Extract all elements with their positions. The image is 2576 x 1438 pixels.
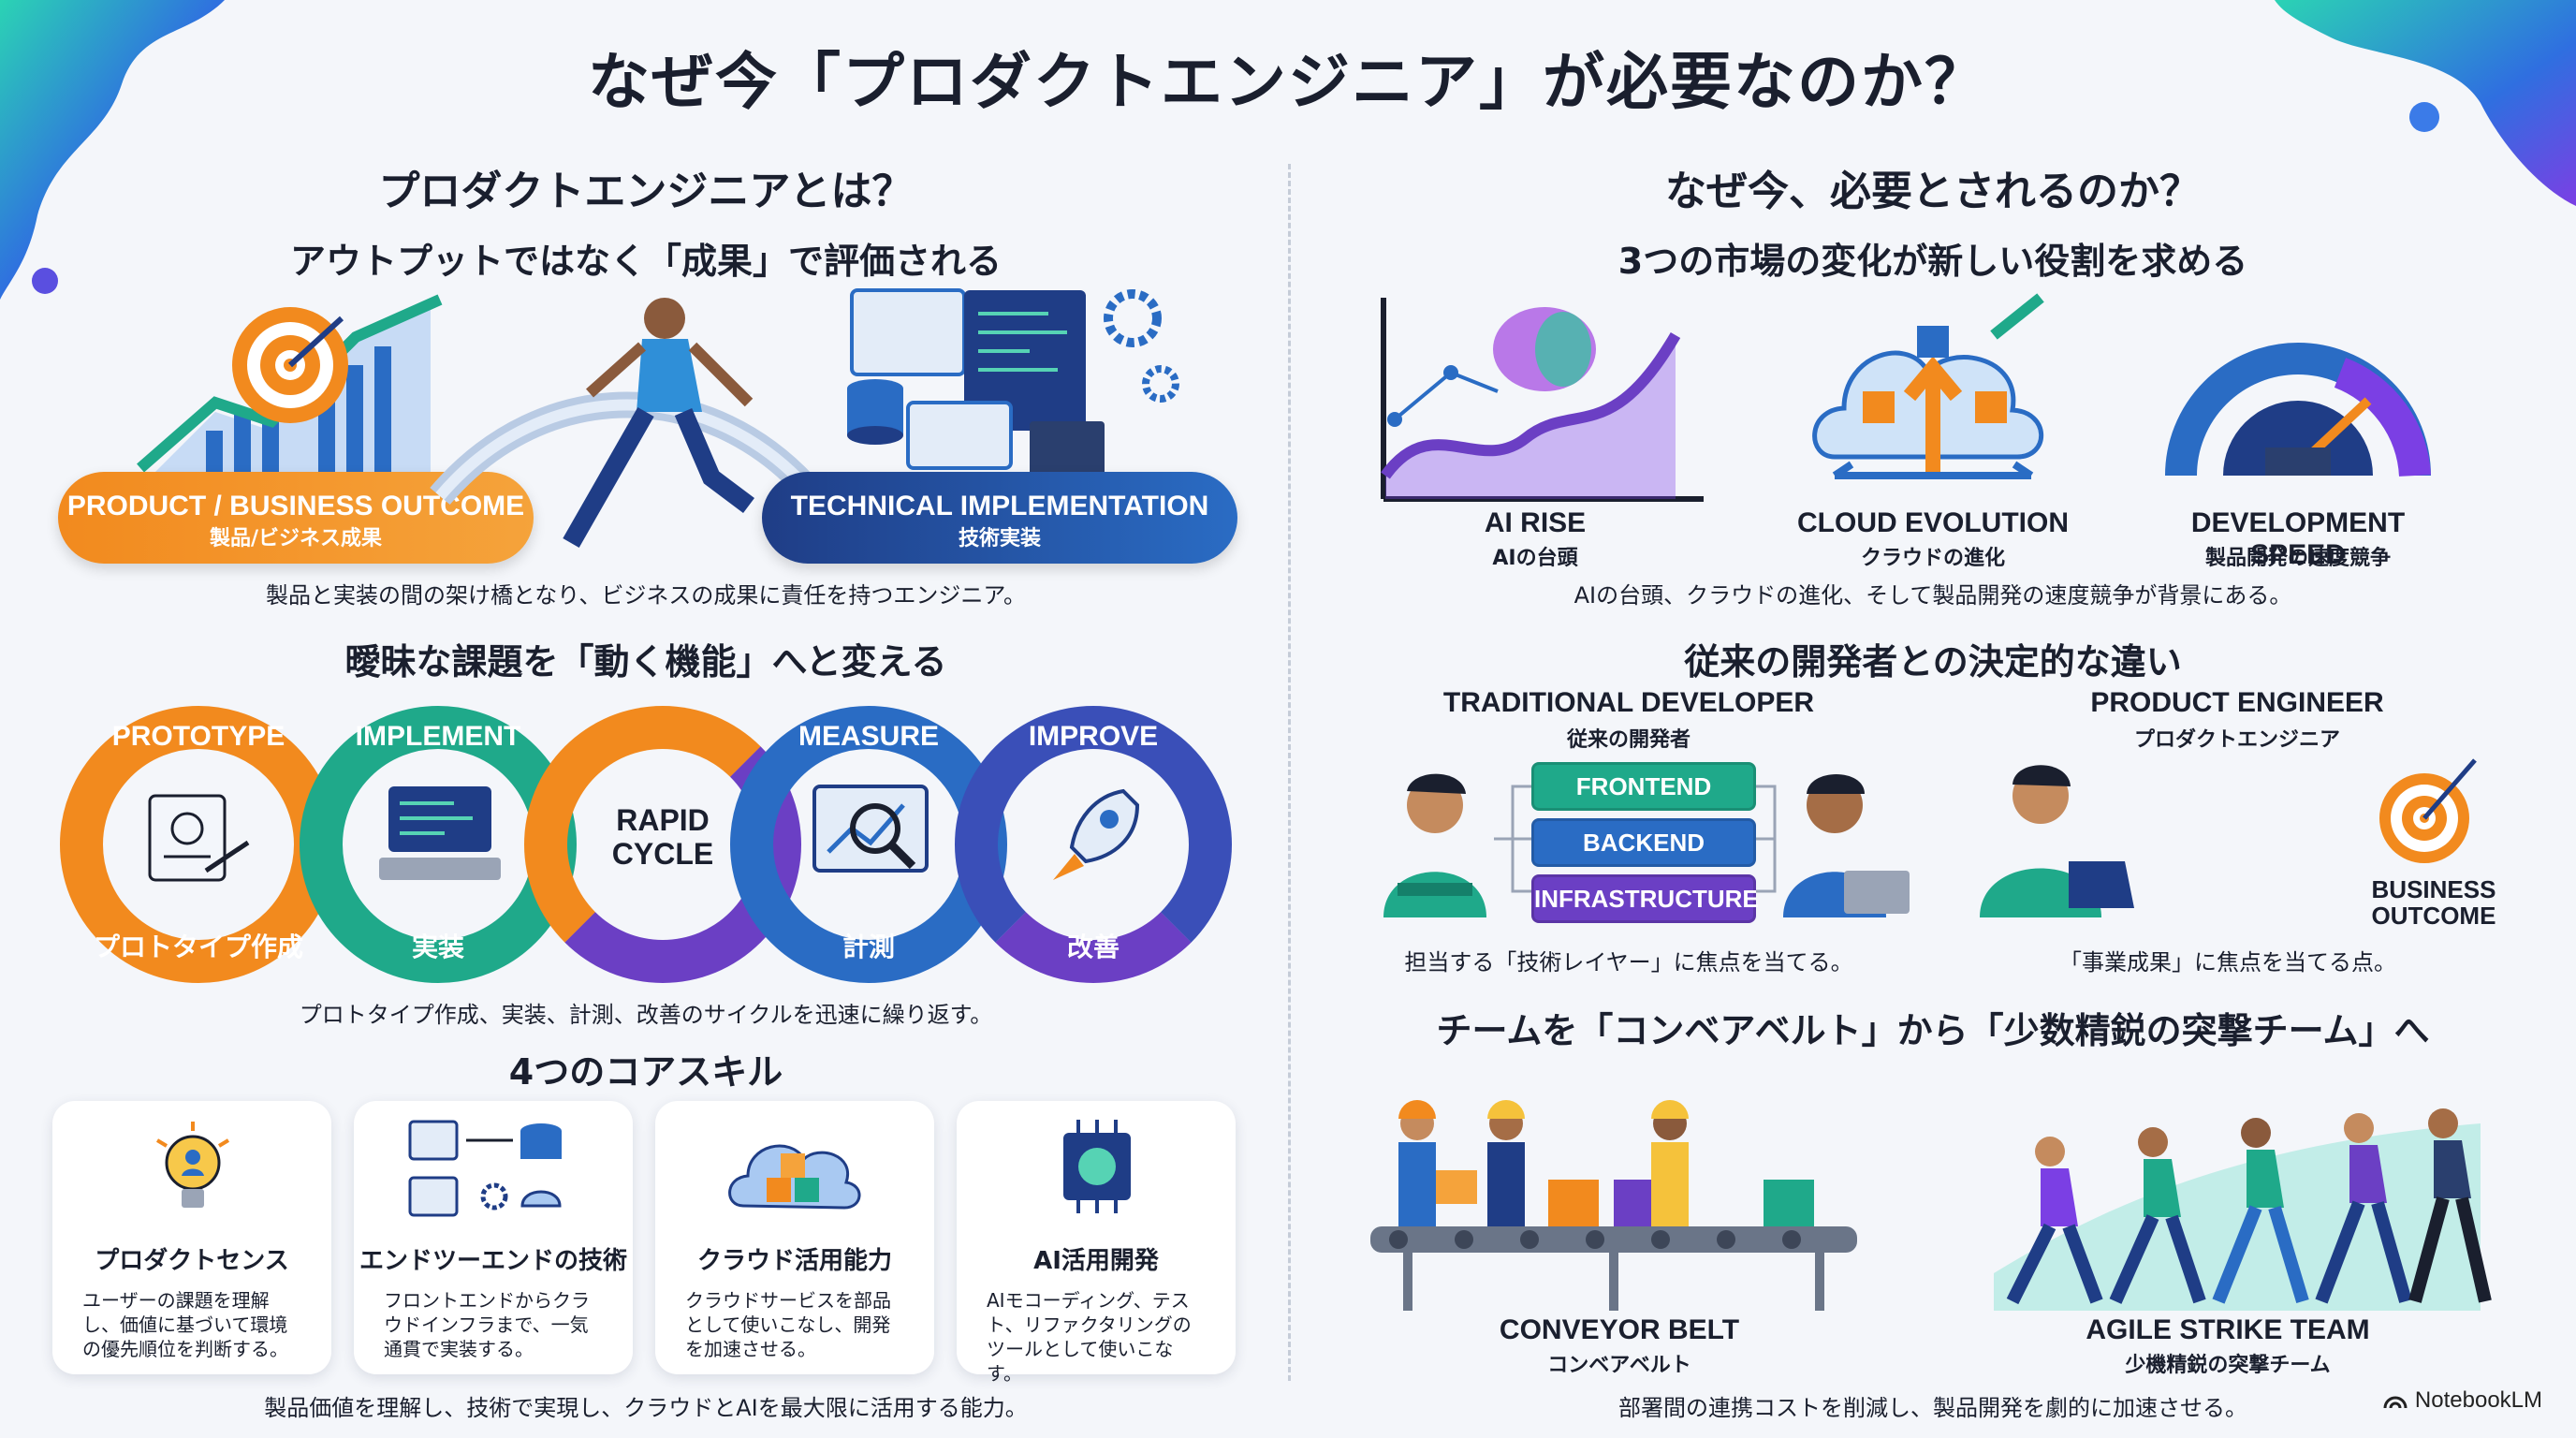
- strike-en: AGILE STRIKE TEAM: [2086, 1314, 2370, 1345]
- improve-en: IMPROVE: [1028, 721, 1159, 752]
- stack-flow-icon: [408, 1120, 562, 1217]
- team-caption: 部署間の連携コストを削減し、製品開発を劇的に加速させる。: [1618, 1395, 2247, 1421]
- left-subheading: アウトプットではなく「成果」で評価される: [289, 241, 1002, 282]
- ai-chip-icon: [1063, 1120, 1131, 1213]
- outcome-ja: 製品/ビジネス成果: [209, 527, 383, 550]
- market-ai-ja: AIの台頭: [1492, 547, 1578, 570]
- developer-person-left: [1383, 773, 1486, 917]
- tech-stack-illustration: [847, 288, 1179, 477]
- prototype-en: PROTOTYPE: [111, 721, 285, 752]
- market-speed-ja: 製品開発の速度競争: [2204, 547, 2391, 570]
- team-heading: チームを「コンベアベルト」から「少数精鋭の突撃チーム」へ: [1436, 1010, 2430, 1051]
- business-outcome-label: BUSINESS OUTCOME: [2371, 875, 2496, 930]
- layer-infrastructure: INFRASTRUCTURE: [1531, 874, 1759, 923]
- strike-team-illustration: [1994, 1108, 2492, 1311]
- cycle-caption: プロトタイプ作成、実装、計測、改善のサイクルを迅速に繰り返す。: [299, 1002, 993, 1028]
- corner-blob-left: [0, 0, 225, 300]
- cycle-heading: 曖昧な課題を「動く機能」へと変える: [344, 641, 947, 682]
- skill-card-cloud: クラウド活用能力 クラウドサービスを部品として使いこなし、開発を加速させる。: [655, 1101, 934, 1374]
- traditional-en: TRADITIONAL DEVELOPER: [1442, 687, 1815, 718]
- traditional-ja: 従来の開発者: [1566, 728, 1690, 752]
- implement-en: IMPLEMENT: [355, 721, 521, 752]
- layer-backend: BACKEND: [1531, 818, 1756, 867]
- skill-desc: ユーザーの課題を理解し、価値に基づいて環境の優先順位を判断する。: [82, 1289, 288, 1360]
- right-heading: なぜ今、必要とされるのか？: [1665, 168, 2201, 215]
- cloud-blocks-icon: [728, 1144, 861, 1210]
- rapid-cycle-label: RAPID CYCLE: [611, 803, 714, 871]
- conveyor-en: CONVEYOR BELT: [1499, 1314, 1740, 1345]
- bridge-person-illustration: [430, 298, 825, 548]
- tech-pill: TECHNICAL IMPLEMENTATION 技術実装: [762, 472, 1237, 564]
- notebooklm-logo-icon: [2383, 1396, 2408, 1409]
- prototype-sketch-icon: [148, 794, 250, 882]
- improve-ja: 改善: [1066, 932, 1120, 962]
- skill-title: AI活用開発: [1033, 1247, 1159, 1275]
- strike-ja: 少機精鋭の突撃チーム: [2125, 1354, 2331, 1377]
- conveyor-belt-illustration: [1370, 1100, 1857, 1311]
- laptop-code-icon: [379, 786, 501, 880]
- left-heading: プロダクトエンジニアとは？: [378, 168, 914, 215]
- tech-ja: 技術実装: [958, 527, 1041, 550]
- layer-frontend: FRONTEND: [1531, 762, 1756, 811]
- product-en: PRODUCT ENGINEER: [2090, 687, 2384, 718]
- speedometer-icon: [2165, 343, 2431, 477]
- market-ai-en: AI RISE: [1484, 507, 1587, 538]
- product-engineer-person: [1980, 765, 2134, 917]
- skill-title: エンドツーエンドの技術: [359, 1247, 627, 1275]
- cloud-evolution-icon: [1812, 293, 2044, 479]
- growth-target-illustration: [137, 294, 443, 477]
- product-ja: プロダクトエンジニア: [2133, 728, 2340, 752]
- market-cloud-en: CLOUD EVOLUTION: [1797, 507, 2069, 538]
- brand-label: NotebookLM: [2414, 1387, 2542, 1413]
- corner-blob-right: [2275, 0, 2576, 206]
- developer-person-right: [1783, 774, 1910, 917]
- magnifier-chart-icon: [812, 785, 929, 873]
- lightbulb-icon: [155, 1122, 230, 1208]
- layer-connectors: [1494, 785, 1777, 893]
- skill-card-product-sense: プロダクトセンス ユーザーの課題を理解し、価値に基づいて環境の優先順位を判断する…: [52, 1101, 331, 1374]
- skill-desc: フロントエンドからクラウドインフラまで、一気通貫で実装する。: [384, 1289, 590, 1360]
- markets-caption: AIの台頭、クラウドの進化、そして製品開発の速度競争が背景にある。: [1573, 582, 2292, 609]
- skill-title: クラウド活用能力: [696, 1247, 892, 1275]
- ai-rise-chart-icon: [1381, 298, 1704, 502]
- bridge-caption: 製品と実装の間の架け橋となり、ビジネスの成果に責任を持つエンジニア。: [266, 582, 1026, 609]
- rocket-icon: [1053, 788, 1140, 880]
- market-cloud-ja: クラウドの進化: [1860, 547, 2005, 570]
- measure-ja: 計測: [842, 932, 895, 962]
- brand-badge: NotebookLM: [2383, 1387, 2542, 1414]
- business-target-icon: [2379, 758, 2477, 863]
- page-title: なぜ今「プロダクトエンジニア」が必要なのか？: [588, 46, 1988, 118]
- skills-caption: 製品価値を理解し、技術で実現し、クラウドとAIを最大限に活用する能力。: [264, 1395, 1028, 1421]
- diff-heading: 従来の開発者との決定的な違い: [1684, 641, 2182, 682]
- measure-en: MEASURE: [798, 721, 939, 752]
- right-subheading: 3つの市場の変化が新しい役割を求める: [1617, 241, 2248, 282]
- tech-en: TECHNICAL IMPLEMENTATION: [790, 491, 1209, 521]
- traditional-caption: 担当する「技術レイヤー」に焦点を当てる。: [1404, 949, 1853, 976]
- skill-title: プロダクトセンス: [95, 1247, 289, 1275]
- product-caption: 「事業成果」に焦点を当てる点。: [2059, 949, 2396, 976]
- conveyor-ja: コンベアベルト: [1547, 1354, 1691, 1377]
- prototype-ja: プロトタイプ作成: [93, 932, 303, 962]
- implement-ja: 実装: [411, 932, 464, 962]
- column-divider: [1288, 164, 1291, 1381]
- skill-card-ai: AI活用開発 AIモコーディング、テスト、リファクタリングのツールとして使いこな…: [957, 1101, 1236, 1385]
- skills-heading: 4つのコアスキル: [508, 1051, 783, 1093]
- market-speed-en: DEVELOPMENT SPEED: [2190, 507, 2406, 570]
- skill-card-end-to-end: エンドツーエンドの技術 フロントエンドからクラウドインフラまで、一気通貫で実装す…: [354, 1101, 633, 1374]
- skill-desc: AIモコーディング、テスト、リファクタリングのツールとして使いこなす。: [987, 1289, 1192, 1385]
- skill-desc: クラウドサービスを部品として使いこなし、開発を加速させる。: [685, 1289, 891, 1360]
